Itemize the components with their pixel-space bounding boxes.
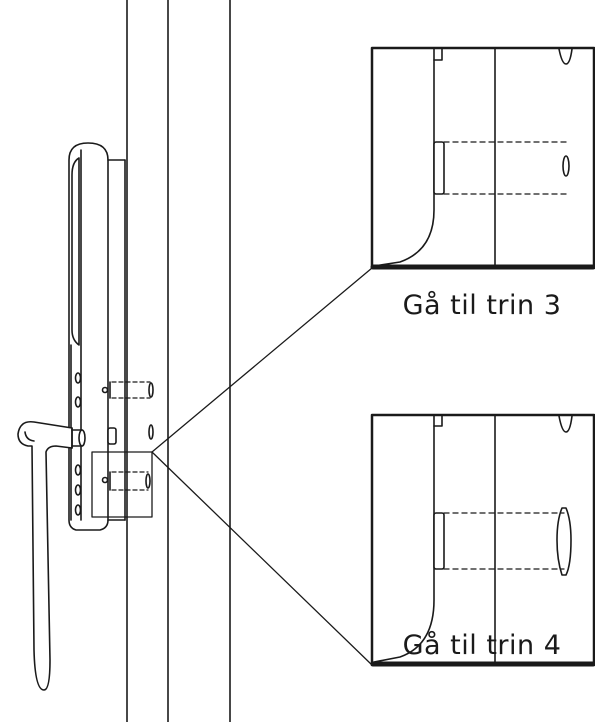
- step-4-caption: Gå til trin 4: [402, 630, 562, 661]
- detail-highlight-box: [91, 451, 153, 518]
- door-frame-lines: [126, 0, 231, 722]
- zoom-panel-bottom: [370, 413, 595, 667]
- zoom-leader-lines: [151, 267, 373, 666]
- zoom-panel-top: [370, 46, 595, 270]
- step-3-caption: Gå til trin 3: [402, 290, 562, 321]
- lock-body: [68, 142, 154, 531]
- door-handle: [17, 420, 86, 691]
